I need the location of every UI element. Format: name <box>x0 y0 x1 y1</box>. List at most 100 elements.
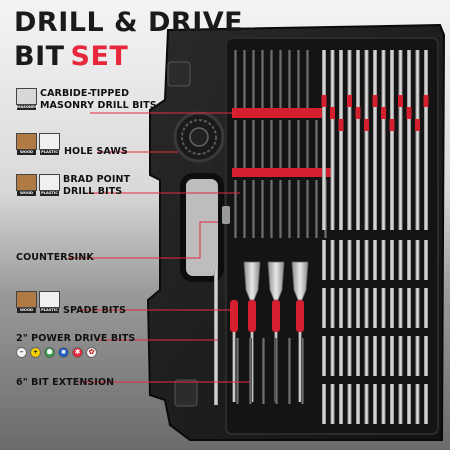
slotted-drive-icon: – <box>16 347 27 358</box>
drill-bit <box>315 120 318 168</box>
drill-bit <box>279 180 282 238</box>
power-drive-bit <box>424 240 428 280</box>
hole-saw <box>173 111 225 163</box>
plastic-material-icon: PLASTIC <box>39 174 60 196</box>
callout-masonry: CARBIDE-TIPPED MASONRY DRILL BITS <box>40 88 157 111</box>
spade-bit <box>291 261 309 301</box>
drill-bit <box>279 120 282 168</box>
bit-collar <box>381 107 386 119</box>
power-drive-bit <box>322 384 326 424</box>
spade-bit-holder <box>230 300 238 332</box>
drive-bit-type-icons: – + ⬢ ■ ✱ ✿ <box>16 347 97 358</box>
callout-hole-saws: HOLE SAWS <box>64 146 128 157</box>
power-drive-bit <box>322 288 326 328</box>
drill-bit <box>381 50 386 230</box>
drill-bit <box>306 120 309 168</box>
drill-bit <box>252 180 255 238</box>
drill-bit <box>390 50 394 230</box>
drill-bit <box>236 338 239 404</box>
plastic-material-icon: PLASTIC <box>39 291 60 313</box>
power-drive-bit <box>356 288 360 328</box>
power-drive-bit <box>381 336 386 376</box>
drill-bit <box>234 120 237 168</box>
wood-material-icon: WOOD <box>16 133 37 155</box>
power-drive-bit <box>364 288 369 328</box>
bit-collar <box>372 95 378 107</box>
drill-bit <box>322 50 326 230</box>
power-drive-bit <box>347 336 352 376</box>
power-drive-bit <box>407 384 411 424</box>
drill-bit <box>243 180 246 238</box>
drill-bit <box>234 50 237 108</box>
drill-bit <box>243 50 246 108</box>
bit-holder-strip <box>232 108 322 118</box>
bit-collar <box>406 107 412 119</box>
power-drive-bit <box>356 240 360 280</box>
drill-bit <box>270 180 273 238</box>
power-drive-bit <box>347 384 352 424</box>
drill-bit <box>234 180 237 238</box>
power-drive-bit <box>390 240 394 280</box>
power-drive-bit <box>364 240 369 280</box>
power-drive-bit <box>390 336 394 376</box>
power-drive-bit <box>390 288 394 328</box>
drill-bit <box>288 120 291 168</box>
case-handle <box>180 173 224 282</box>
drill-bit <box>297 180 300 238</box>
spade-bit <box>267 261 285 301</box>
drill-bit <box>249 338 252 404</box>
power-drive-bit <box>339 384 343 424</box>
callout-spade-bits: SPADE BITS <box>63 305 127 316</box>
drill-bit <box>262 338 265 404</box>
drill-bit <box>339 50 343 230</box>
spade-bit <box>243 261 261 301</box>
power-drive-bit <box>356 336 360 376</box>
drill-bit <box>252 50 255 108</box>
drill-bit <box>279 50 282 108</box>
bit-collar <box>415 119 420 131</box>
power-drive-bit <box>424 384 428 424</box>
drill-bit <box>288 180 291 238</box>
bit-collar <box>330 107 335 119</box>
bit-collar <box>355 107 361 119</box>
power-drive-bit <box>381 288 386 328</box>
bit-holder-strip <box>232 168 332 177</box>
callout-countersink: COUNTERSINK <box>16 252 94 263</box>
power-drive-bit <box>415 336 420 376</box>
bit-collar <box>321 95 327 107</box>
power-drive-bit <box>330 240 335 280</box>
torx-drive-icon: ✿ <box>86 347 97 358</box>
phillips-drive-icon: + <box>30 347 41 358</box>
power-drive-bit <box>373 336 377 376</box>
square-drive-icon: ■ <box>58 347 69 358</box>
callout-brad-point: BRAD POINT DRILL BITS <box>63 174 131 197</box>
bit-collar <box>389 119 395 131</box>
drill-bit <box>364 50 369 230</box>
drill-bit <box>424 50 428 230</box>
star-drive-icon: ✱ <box>72 347 83 358</box>
power-drive-bit <box>339 240 343 280</box>
power-drive-bit <box>398 240 403 280</box>
power-drive-bit <box>364 336 369 376</box>
power-drive-bit <box>407 240 411 280</box>
power-drive-bit <box>356 384 360 424</box>
drill-bit <box>243 120 246 168</box>
power-drive-bit <box>407 288 411 328</box>
drill-bit <box>356 50 360 230</box>
drill-bit <box>306 50 309 108</box>
drill-bit <box>275 338 278 404</box>
drill-bit <box>330 50 335 230</box>
power-drive-bit <box>407 336 411 376</box>
power-drive-bit <box>339 336 343 376</box>
power-drive-bit <box>381 384 386 424</box>
spade-bit-holder <box>296 300 304 332</box>
drill-bit <box>301 338 304 404</box>
power-drive-bit <box>347 288 352 328</box>
power-drive-bit <box>339 288 343 328</box>
drill-bit <box>306 180 309 238</box>
drill-bit <box>270 50 273 108</box>
power-drive-bit <box>424 336 428 376</box>
